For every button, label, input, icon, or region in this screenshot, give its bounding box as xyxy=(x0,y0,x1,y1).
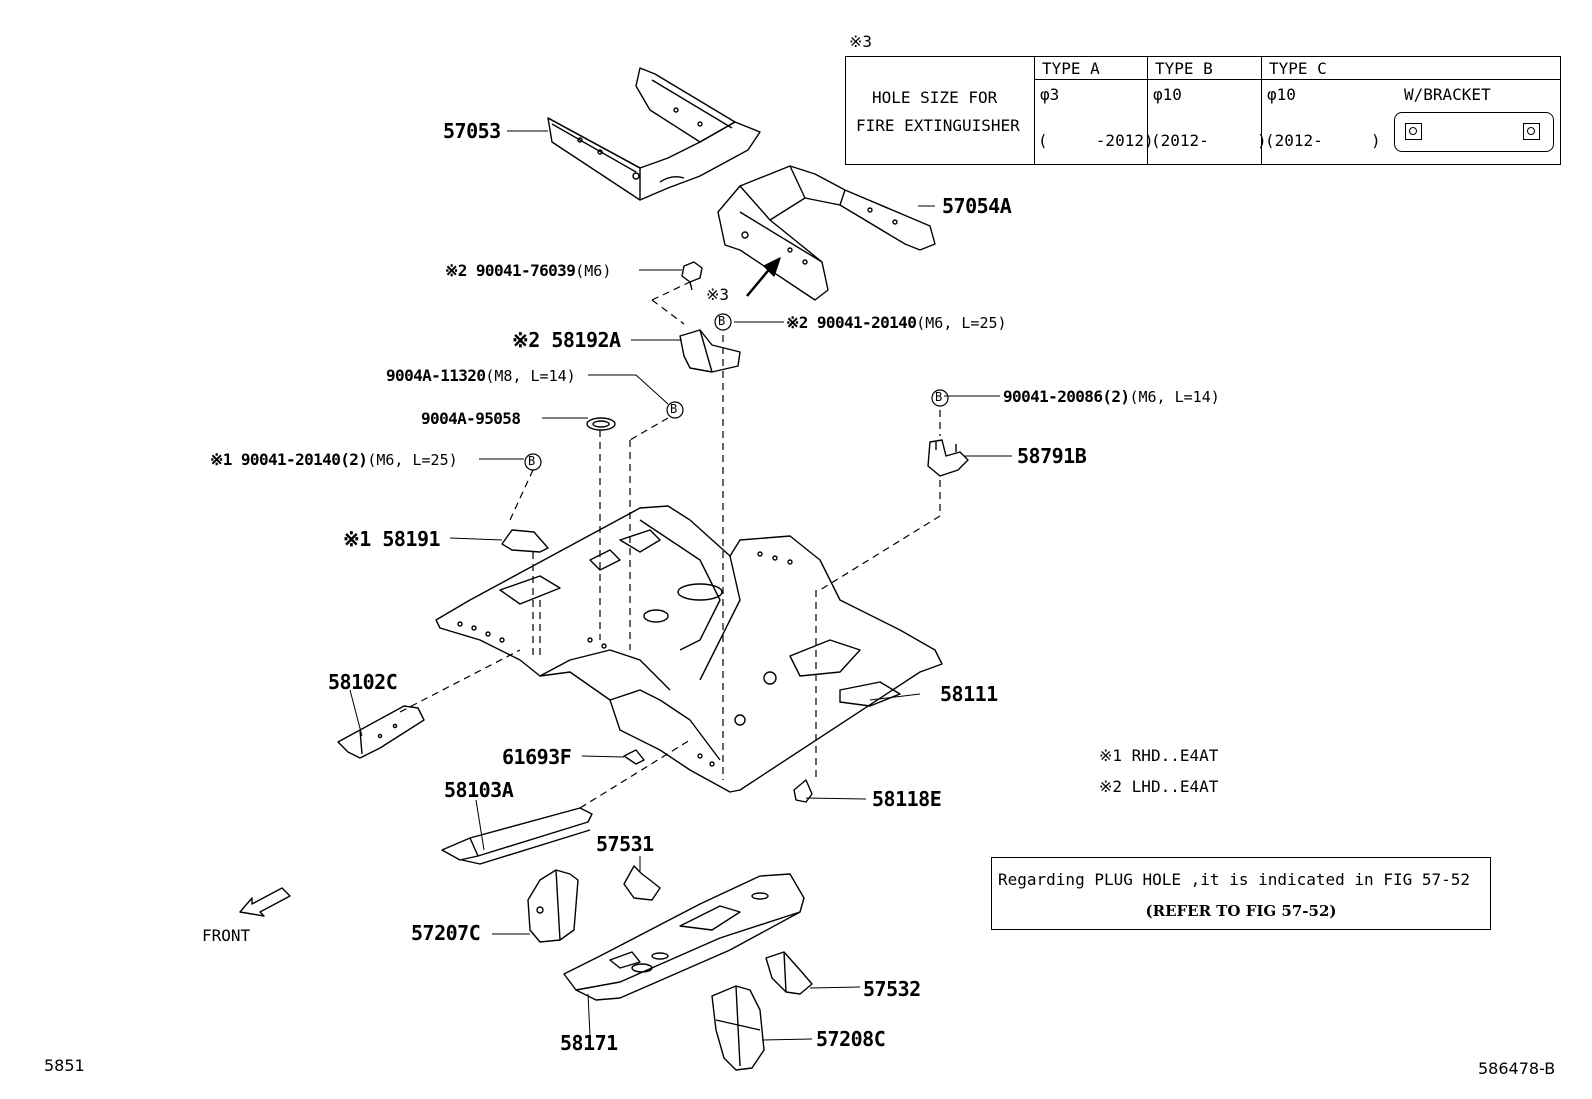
arrow-57054a xyxy=(746,257,781,297)
label-57532: 57532 xyxy=(863,977,921,1001)
part-61693f-drawing xyxy=(623,749,645,765)
table-size-c: φ10 xyxy=(1267,85,1296,104)
callout-circles xyxy=(524,313,949,471)
label-90041-20140-b: ※2 90041-20140(M6, L=25) xyxy=(786,313,1007,332)
part-58111-drawing xyxy=(435,505,943,793)
label-9004a-11320: 9004A-11320(M8, L=14) xyxy=(386,366,576,385)
label-57054a: 57054A xyxy=(942,194,1012,218)
part-57054a-drawing xyxy=(717,165,936,301)
label-58102c: 58102C xyxy=(328,670,398,694)
label-58791b: 58791B xyxy=(1017,444,1087,468)
note-lhd: ※2 LHD..E4AT xyxy=(1099,777,1219,796)
table-mark: ※3 xyxy=(849,32,873,51)
label-58192a: ※2 58192A xyxy=(512,328,621,352)
label-90041-20140-b-number: ※2 90041-20140 xyxy=(786,313,917,332)
table-header-line1: HOLE SIZE FOR xyxy=(872,88,998,107)
part-58118e-drawing xyxy=(793,779,813,803)
table-type-a: TYPE A xyxy=(1042,59,1100,78)
part-58791b-drawing xyxy=(927,439,969,477)
label-58191: ※1 58191 xyxy=(343,527,441,551)
part-58191-drawing xyxy=(501,529,549,553)
label-9004a-95058: 9004A-95058 xyxy=(421,409,521,428)
table-range-b: (2012- ) xyxy=(1151,131,1267,150)
label-90041-20086-number: 90041-20086(2) xyxy=(1003,387,1130,406)
part-57531-drawing xyxy=(623,865,661,901)
part-58102c-drawing xyxy=(337,705,425,759)
label-90041-20140-a: ※1 90041-20140(2)(M6, L=25) xyxy=(210,450,458,469)
callout-b-90041-20086: B xyxy=(935,390,943,404)
phantom-lines xyxy=(399,281,941,809)
label-57531: 57531 xyxy=(596,832,654,856)
part-90041-76039-drawing xyxy=(681,261,703,291)
bracket-hole-icon xyxy=(1405,123,1422,140)
part-57207c-drawing xyxy=(527,869,579,943)
plug-hole-line1: Regarding PLUG HOLE ,it is indicated in … xyxy=(998,870,1471,889)
label-90041-20140-a-number: ※1 90041-20140(2) xyxy=(210,450,368,469)
callout-b-58192a: B xyxy=(718,314,726,328)
table-range-a: ( -2012) xyxy=(1038,131,1154,150)
label-90041-76039-spec: (M6) xyxy=(575,262,612,280)
table-bracket: W/BRACKET xyxy=(1404,85,1491,104)
table-range-c: (2012- ) xyxy=(1265,131,1381,150)
label-mark3: ※3 xyxy=(706,285,730,304)
label-57053: 57053 xyxy=(443,119,501,143)
plug-hole-note: Regarding PLUG HOLE ,it is indicated in … xyxy=(991,857,1491,930)
front-arrow-icon xyxy=(239,887,291,917)
label-57208c: 57208C xyxy=(816,1027,886,1051)
label-90041-76039-number: ※2 90041-76039 xyxy=(445,261,576,280)
label-90041-20086-spec: (M6, L=14) xyxy=(1129,388,1220,406)
part-58171-drawing xyxy=(563,873,805,1001)
label-58118e: 58118E xyxy=(872,787,942,811)
table-header-line2: FIRE EXTINGUISHER xyxy=(856,116,1020,135)
callout-b-90041-20140: B xyxy=(528,454,536,468)
label-9004a-11320-number: 9004A-11320 xyxy=(386,366,486,385)
table-type-b: TYPE B xyxy=(1155,59,1213,78)
footer-left-code: 5851 xyxy=(44,1056,85,1075)
part-58192a-drawing xyxy=(679,329,741,373)
label-58103a: 58103A xyxy=(444,778,514,802)
bracket-hole-icon xyxy=(1523,123,1540,140)
label-90041-20140-a-spec: (M6, L=25) xyxy=(367,451,458,469)
label-58171: 58171 xyxy=(560,1031,618,1055)
part-9004a-95058-drawing xyxy=(586,417,616,431)
part-57208c-drawing xyxy=(711,985,765,1071)
table-type-c: TYPE C xyxy=(1269,59,1327,78)
label-90041-76039: ※2 90041-76039(M6) xyxy=(445,261,611,280)
label-90041-20140-b-spec: (M6, L=25) xyxy=(916,314,1007,332)
label-57207c: 57207C xyxy=(411,921,481,945)
label-90041-20086: 90041-20086(2)(M6, L=14) xyxy=(1003,387,1220,406)
label-58111: 58111 xyxy=(940,682,998,706)
plug-hole-line2: (REFER TO FIG 57-52) xyxy=(1145,902,1337,920)
label-61693f: 61693F xyxy=(502,745,572,769)
leader-lines xyxy=(349,130,1012,1041)
bracket-symbol xyxy=(1394,112,1554,152)
note-rhd: ※1 RHD..E4AT xyxy=(1099,746,1219,765)
hole-size-table: HOLE SIZE FOR FIRE EXTINGUISHER TYPE A T… xyxy=(845,56,1561,165)
footer-right-code: 586478-B xyxy=(1478,1059,1556,1078)
front-label: FRONT xyxy=(202,926,251,945)
table-size-b: φ10 xyxy=(1153,85,1182,104)
table-size-a: φ3 xyxy=(1040,85,1060,104)
label-9004a-11320-spec: (M8, L=14) xyxy=(485,367,576,385)
part-58103a-drawing xyxy=(441,807,593,865)
callout-b-9004a-11320: B xyxy=(670,402,678,416)
part-57053-drawing xyxy=(547,67,761,201)
part-57532-drawing xyxy=(765,951,813,995)
